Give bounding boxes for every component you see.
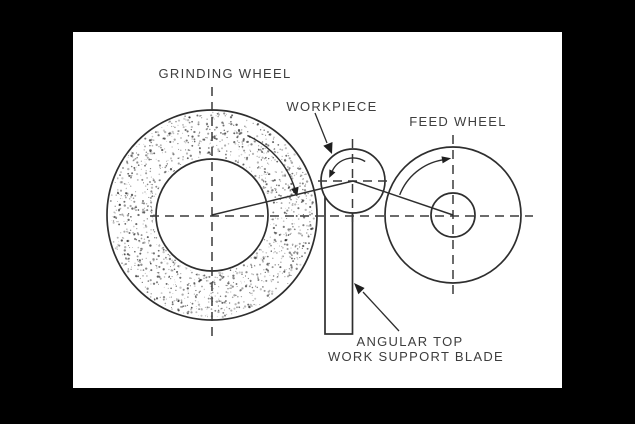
grinding-wheel-to-workpiece-line: [211, 180, 354, 216]
blade-leader-arrow: [354, 283, 400, 332]
workpiece-leader-arrow: [314, 112, 333, 154]
workpiece-to-feed-wheel-line: [352, 180, 454, 216]
blade-label-line2: WORK SUPPORT BLADE: [328, 349, 504, 364]
workpiece-rotation-arrow: [329, 157, 366, 178]
feed-wheel-rotation-arrow: [399, 156, 452, 196]
feed-wheel-hub-circle: [430, 192, 476, 238]
workpiece-label: WORKPIECE: [286, 99, 377, 114]
blade-label-line1: ANGULAR TOP: [356, 334, 463, 349]
grinding-wheel-texture: [109, 111, 315, 319]
feed-wheel-label: FEED WHEEL: [409, 114, 507, 129]
grinding-wheel-label: GRINDING WHEEL: [158, 66, 291, 81]
